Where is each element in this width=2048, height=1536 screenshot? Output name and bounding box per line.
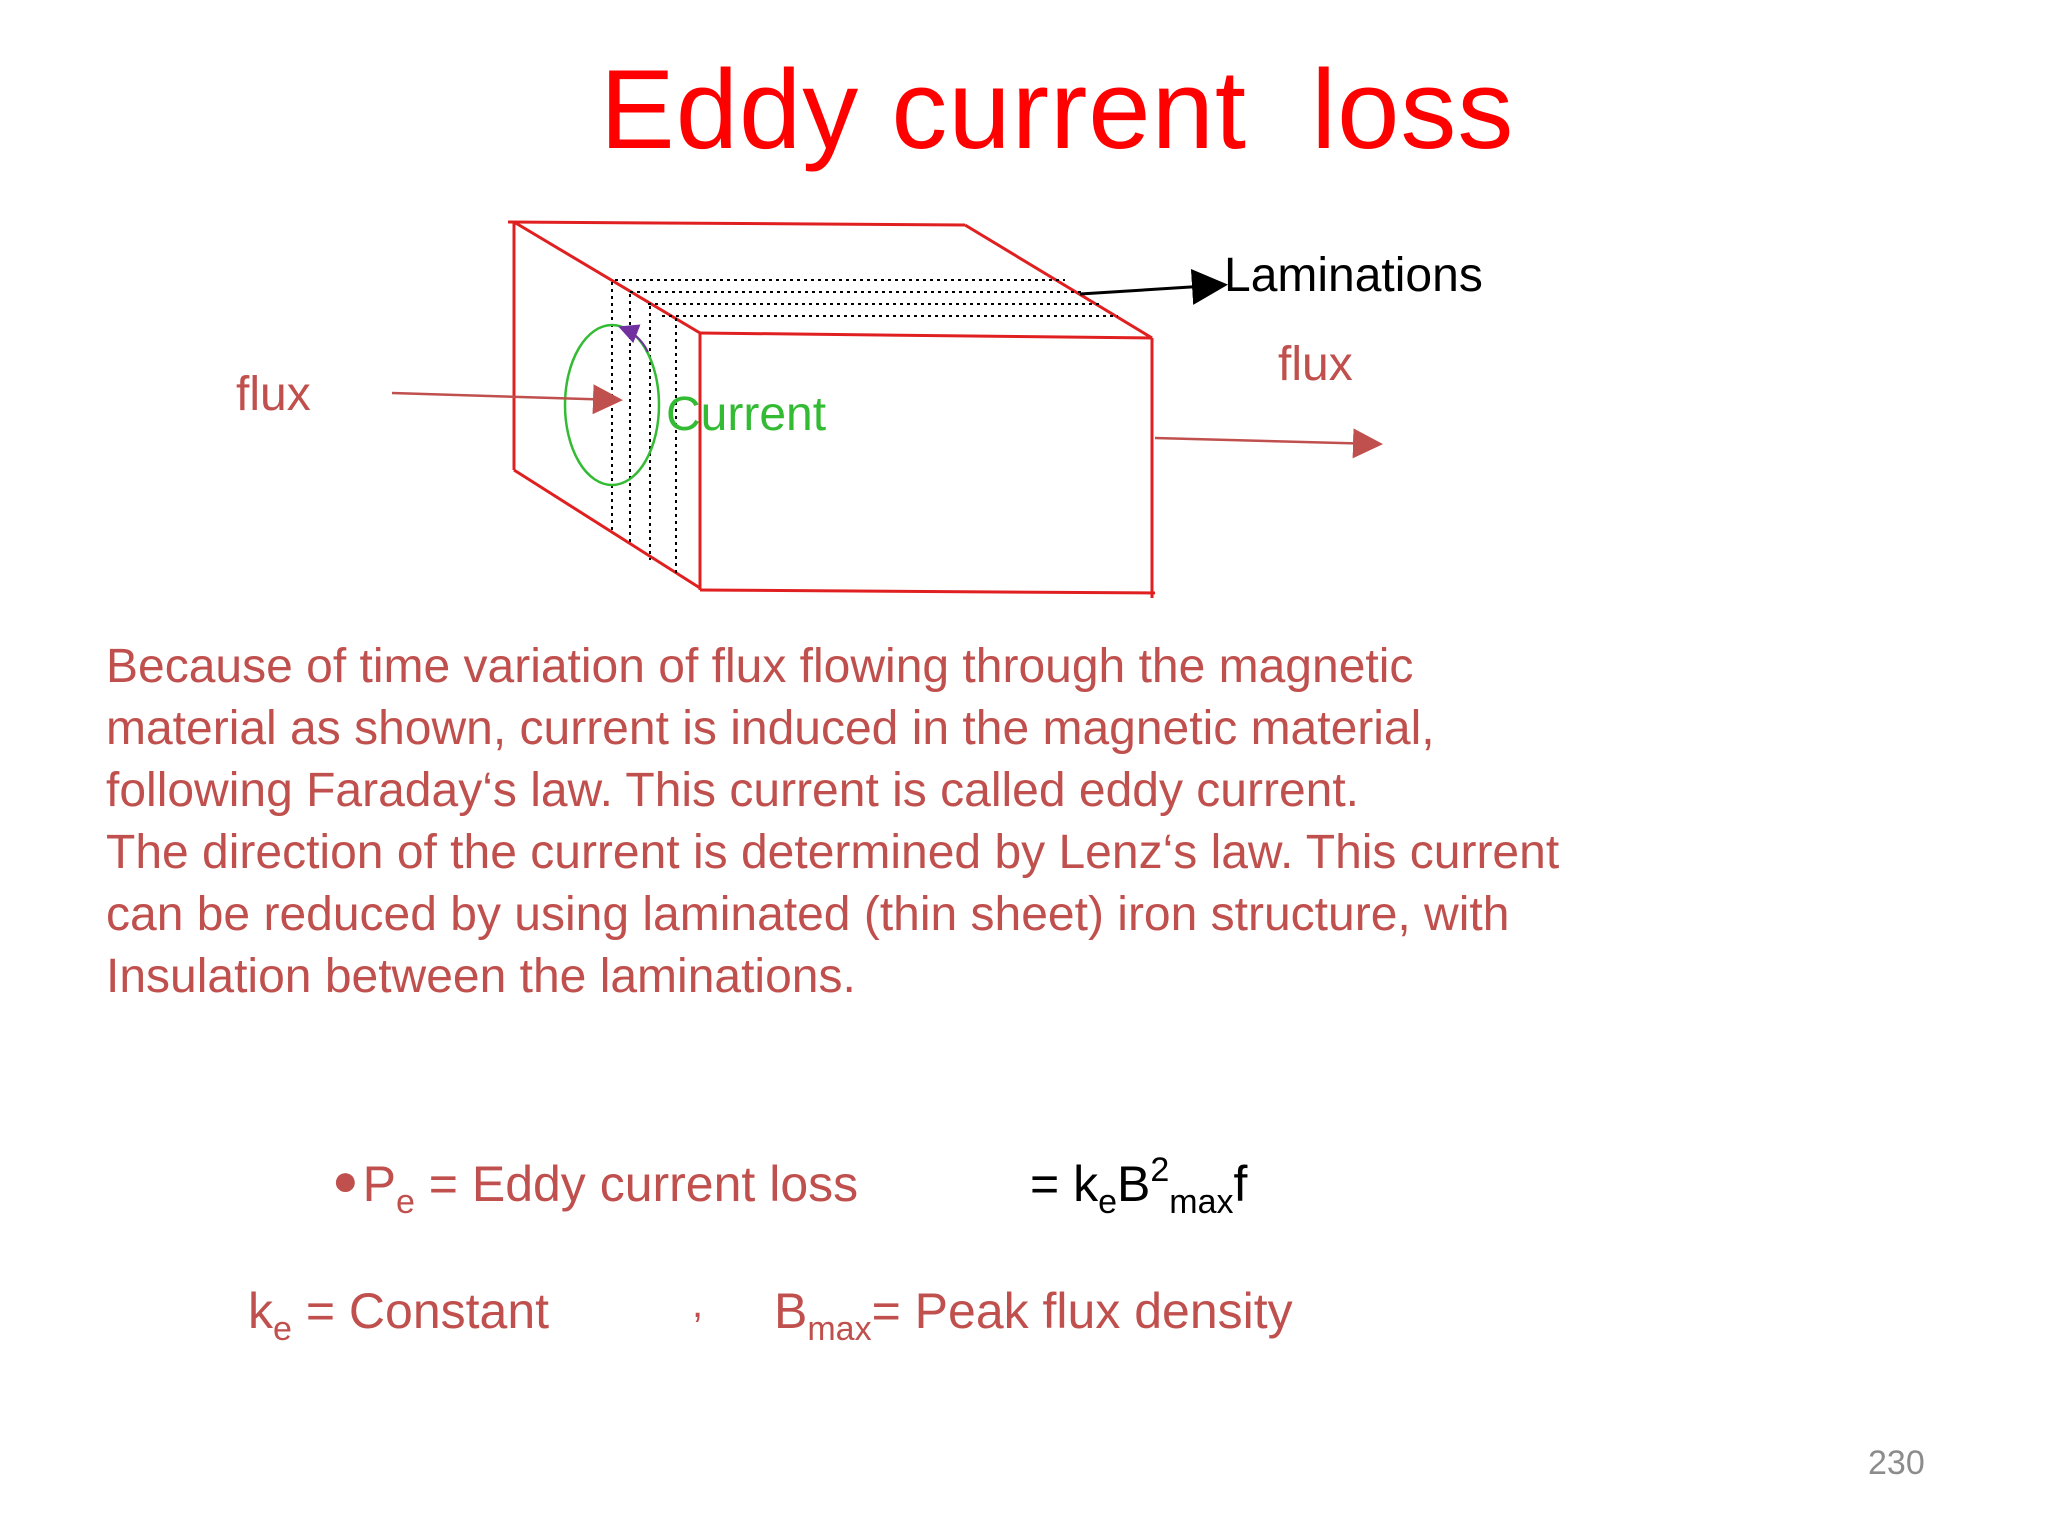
- laminations-label: Laminations: [1224, 249, 1483, 302]
- lamination-diagram: flux flux Current Laminations: [236, 220, 1483, 598]
- flux-left-label: flux: [236, 368, 311, 421]
- bmax-definition: Bmax= Peak flux density: [774, 1282, 1293, 1346]
- paragraph-line: The direction of the current is determin…: [106, 826, 1560, 879]
- lamination-sheets: [611, 279, 1118, 576]
- core-block: [507, 220, 1156, 598]
- paragraph-line: Insulation between the laminations.: [106, 950, 856, 1003]
- bmax-subscript: max: [807, 1310, 872, 1348]
- ke-subscript: e: [273, 1310, 292, 1348]
- formula-b: B: [1117, 1156, 1151, 1212]
- ke-symbol: k: [248, 1283, 273, 1339]
- formula-prefix: = k: [1030, 1156, 1099, 1212]
- paragraph-line: following Faraday‘s law. This current is…: [106, 764, 1360, 817]
- laminations-pointer: [1079, 268, 1228, 305]
- pe-subscript: e: [395, 1183, 415, 1221]
- formula-suffix: f: [1233, 1156, 1248, 1212]
- formula-b-subscript: max: [1169, 1183, 1234, 1221]
- formula-k-subscript: e: [1098, 1183, 1118, 1221]
- flux-in-arrow: [391, 384, 623, 415]
- formula-b-superscript: 2: [1150, 1151, 1170, 1189]
- current-label: Current: [666, 388, 826, 441]
- pe-definition: = Eddy current loss: [414, 1156, 859, 1212]
- paragraph-line: can be reduced by using laminated (thin …: [106, 888, 1510, 941]
- bmax-symbol: B: [774, 1283, 808, 1339]
- pe-symbol: P: [362, 1156, 396, 1212]
- eddy-current-loop: [563, 323, 661, 487]
- paragraph-line: Because of time variation of flux flowin…: [106, 640, 1414, 693]
- flux-right-label: flux: [1278, 338, 1353, 391]
- flux-out-arrow: [1154, 428, 1383, 459]
- page-number: 230: [1868, 1444, 1925, 1482]
- bmax-text: = Peak flux density: [871, 1283, 1293, 1339]
- slide-title: Eddy current loss: [600, 47, 1515, 172]
- ke-text: = Constant: [291, 1283, 550, 1339]
- definition-separator: ,: [692, 1282, 704, 1326]
- explanation-paragraph: Because of time variation of flux flowin…: [106, 636, 1726, 1008]
- bullet-dot-icon: ●: [332, 1156, 359, 1205]
- eddy-loss-formula: = keB2maxf: [1030, 1153, 1248, 1219]
- current-direction-arrow: [618, 324, 649, 353]
- ke-definition: ke = Constant: [248, 1282, 550, 1346]
- eddy-loss-bullet: ●Pe = Eddy current loss: [332, 1155, 859, 1219]
- paragraph-line: material as shown, current is induced in…: [106, 702, 1435, 755]
